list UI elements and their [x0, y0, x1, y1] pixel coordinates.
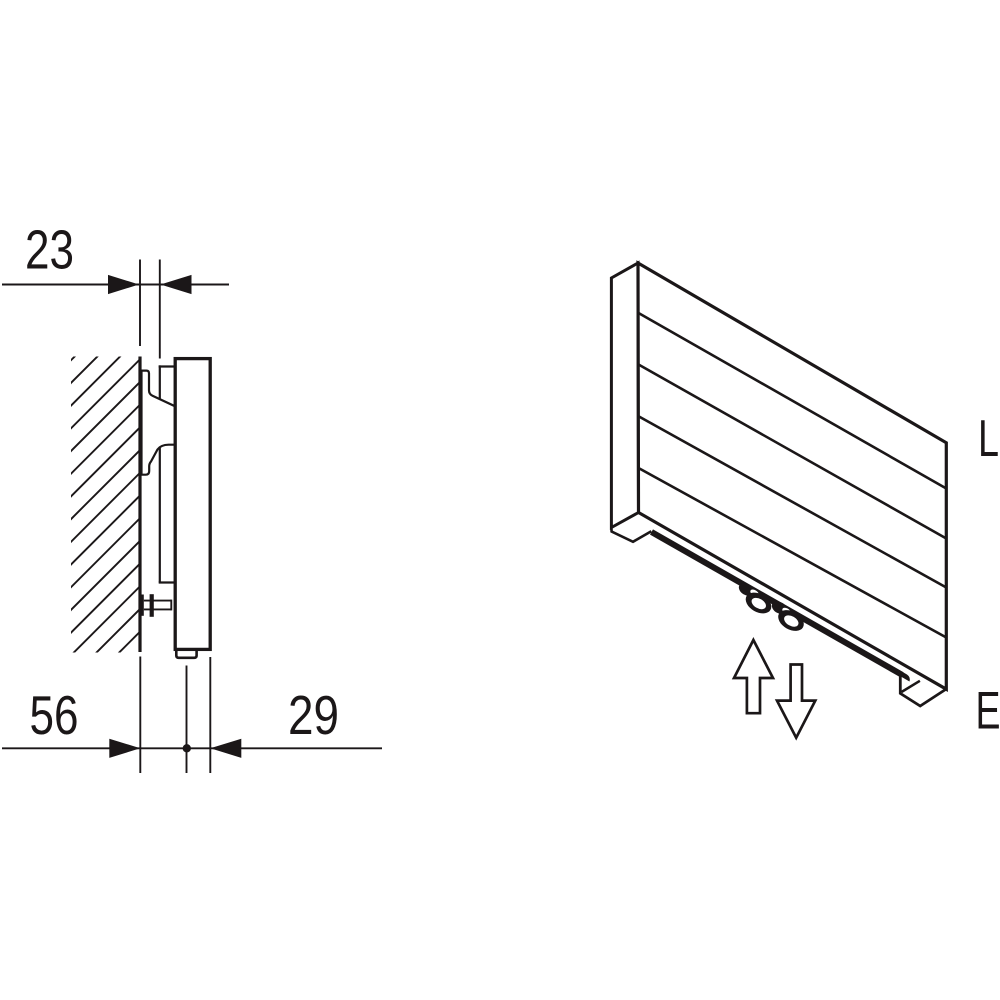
svg-text:E: E [976, 682, 1000, 741]
svg-text:29: 29 [288, 684, 339, 746]
svg-text:23: 23 [25, 219, 74, 281]
svg-text:56: 56 [30, 684, 79, 746]
svg-text:L: L [978, 410, 999, 468]
